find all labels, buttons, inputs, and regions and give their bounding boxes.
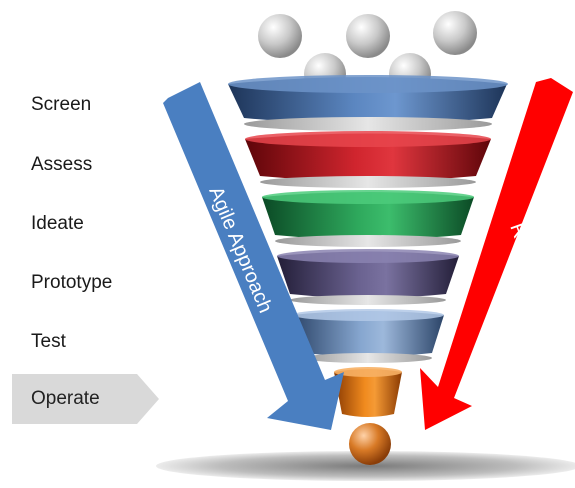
risk-arrow-shape xyxy=(420,78,573,430)
stage-label-test: Test xyxy=(31,331,66,352)
chevron-tab-shape xyxy=(12,374,159,424)
funnel-layer-screen xyxy=(228,75,508,131)
funnel-layer-ideate xyxy=(262,190,474,247)
funnel-layer-test xyxy=(292,309,444,363)
ball-icon xyxy=(258,14,302,58)
stage-label-ideate: Ideate xyxy=(31,213,84,234)
funnel-layer-prototype xyxy=(277,249,459,305)
stage-label-assess: Assess xyxy=(31,154,93,175)
stage-label-operate: Operate xyxy=(31,388,100,409)
ball-icon xyxy=(433,11,477,55)
ball-icon xyxy=(346,14,390,58)
ground-shadow xyxy=(156,451,575,481)
output-ball-icon xyxy=(349,423,391,465)
funnel-layer-operate xyxy=(334,367,402,417)
stage-operate-highlight: Operate xyxy=(12,374,159,424)
funnel-layer-assess xyxy=(245,131,491,188)
stage-label-prototype: Prototype xyxy=(31,272,113,293)
stage-label-screen: Screen xyxy=(31,94,92,115)
agile-arrow-shape xyxy=(163,82,344,430)
